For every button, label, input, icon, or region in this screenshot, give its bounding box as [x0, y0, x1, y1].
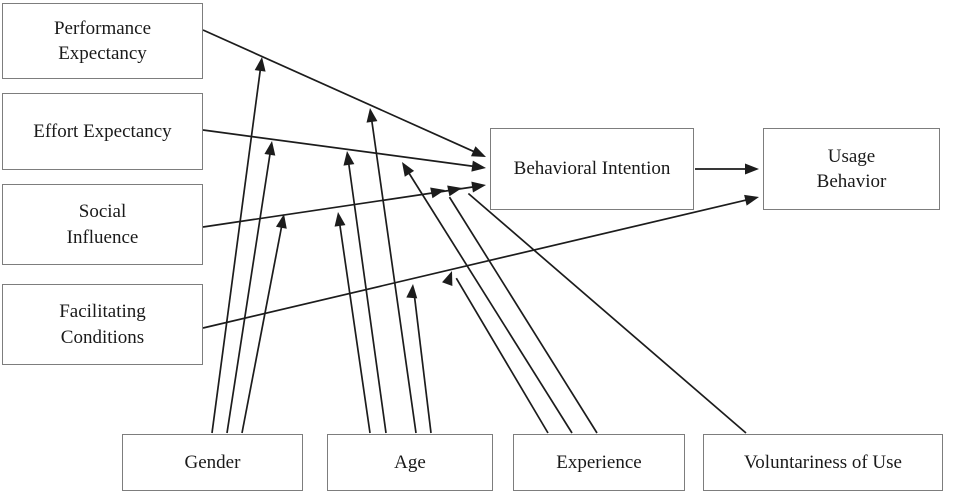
arrow-effort-expectancy-to-behavioral-intention-head — [471, 160, 486, 172]
arrow-experience-moderates-fc-ub-shaft — [455, 277, 549, 434]
arrow-facilitating-conditions-to-usage-behavior — [202, 194, 759, 329]
arrow-age-moderates-ee-bi-head — [343, 151, 355, 166]
box-performance-expectancy-label: Performance — [53, 17, 152, 39]
arrow-gender-moderates-ee-bi — [226, 141, 276, 434]
arrow-gender-moderates-si-bi — [241, 214, 287, 434]
box-social-influence-label: Social — [78, 201, 127, 223]
arrow-social-influence-to-behavioral-intention-head — [471, 181, 486, 193]
arrow-gender-moderates-pe-bi-shaft — [211, 65, 262, 434]
box-experience: Experience — [513, 434, 685, 491]
arrow-facilitating-conditions-to-usage-behavior-head — [744, 194, 759, 206]
arrow-gender-moderates-pe-bi-head — [254, 57, 266, 72]
arrow-gender-moderates-ee-bi-head — [264, 141, 276, 156]
arrow-gender-moderates-ee-bi-shaft — [226, 149, 272, 434]
arrow-experience-moderates-fc-ub — [442, 271, 549, 434]
arrow-voluntariness-moderates-si-bi-head — [447, 185, 462, 197]
arrow-age-moderates-ee-bi — [343, 151, 387, 434]
arrow-behavioral-intention-to-usage-behavior — [695, 163, 759, 175]
box-usage-behavior-label: Usage — [827, 145, 876, 167]
arrow-effort-expectancy-to-behavioral-intention — [202, 129, 486, 172]
arrow-age-moderates-pe-bi — [366, 108, 417, 434]
arrow-gender-moderates-si-bi-head — [275, 214, 287, 229]
box-voluntariness-of-use: Voluntariness of Use — [703, 434, 943, 491]
arrow-facilitating-conditions-to-usage-behavior-shaft — [202, 198, 752, 329]
arrow-experience-moderates-si-bi-shaft — [448, 196, 598, 434]
arrow-age-moderates-si-bi — [334, 212, 371, 434]
arrow-experience-moderates-ee-bi-head — [402, 162, 415, 177]
arrow-experience-moderates-si-bi-head — [430, 187, 445, 199]
box-facilitating-conditions-label: Conditions — [60, 326, 145, 348]
arrow-age-moderates-pe-bi-shaft — [370, 116, 417, 434]
arrow-age-moderates-fc-ub-head — [406, 284, 418, 299]
box-social-influence-label: Influence — [66, 226, 139, 248]
arrow-experience-moderates-ee-bi-shaft — [405, 168, 573, 434]
box-behavioral-intention-label: Behavioral Intention — [513, 158, 671, 180]
box-voluntariness-of-use-label: Voluntariness of Use — [744, 451, 902, 473]
arrow-voluntariness-moderates-si-bi — [447, 185, 747, 434]
box-age: Age — [327, 434, 493, 491]
arrow-effort-expectancy-to-behavioral-intention-shaft — [202, 129, 478, 168]
arrow-age-moderates-si-bi-shaft — [338, 220, 371, 434]
box-usage-behavior-label: Behavior — [816, 171, 887, 192]
arrow-social-influence-to-behavioral-intention — [202, 181, 486, 228]
box-facilitating-conditions-label: Facilitating — [59, 301, 146, 323]
arrow-age-moderates-fc-ub-shaft — [413, 292, 432, 434]
arrow-age-moderates-si-bi-head — [334, 212, 346, 227]
arrow-behavioral-intention-to-usage-behavior-head — [745, 163, 759, 175]
arrow-performance-expectancy-to-behavioral-intention-head — [470, 146, 486, 157]
arrow-experience-moderates-fc-ub-head — [442, 271, 453, 287]
arrow-performance-expectancy-to-behavioral-intention — [202, 29, 486, 157]
arrow-gender-moderates-pe-bi — [211, 57, 266, 434]
arrow-age-moderates-fc-ub — [406, 284, 432, 434]
box-gender: Gender — [122, 434, 303, 491]
box-behavioral-intention: Behavioral Intention — [490, 128, 694, 210]
box-performance-expectancy-label: Expectancy — [58, 43, 147, 64]
arrow-age-moderates-pe-bi-head — [366, 108, 378, 123]
box-gender-label: Gender — [184, 451, 241, 473]
box-effort-expectancy: Effort Expectancy — [2, 93, 203, 170]
arrow-voluntariness-moderates-si-bi-shaft — [467, 192, 747, 434]
box-effort-expectancy-label: Effort Expectancy — [33, 120, 172, 142]
arrow-experience-moderates-si-bi — [430, 187, 598, 434]
arrow-age-moderates-ee-bi-shaft — [347, 159, 387, 434]
box-age-label: Age — [394, 451, 426, 473]
arrow-performance-expectancy-to-behavioral-intention-shaft — [202, 29, 479, 155]
arrow-gender-moderates-si-bi-shaft — [241, 222, 284, 434]
box-experience-label: Experience — [556, 451, 642, 473]
arrow-experience-moderates-ee-bi — [402, 162, 573, 434]
